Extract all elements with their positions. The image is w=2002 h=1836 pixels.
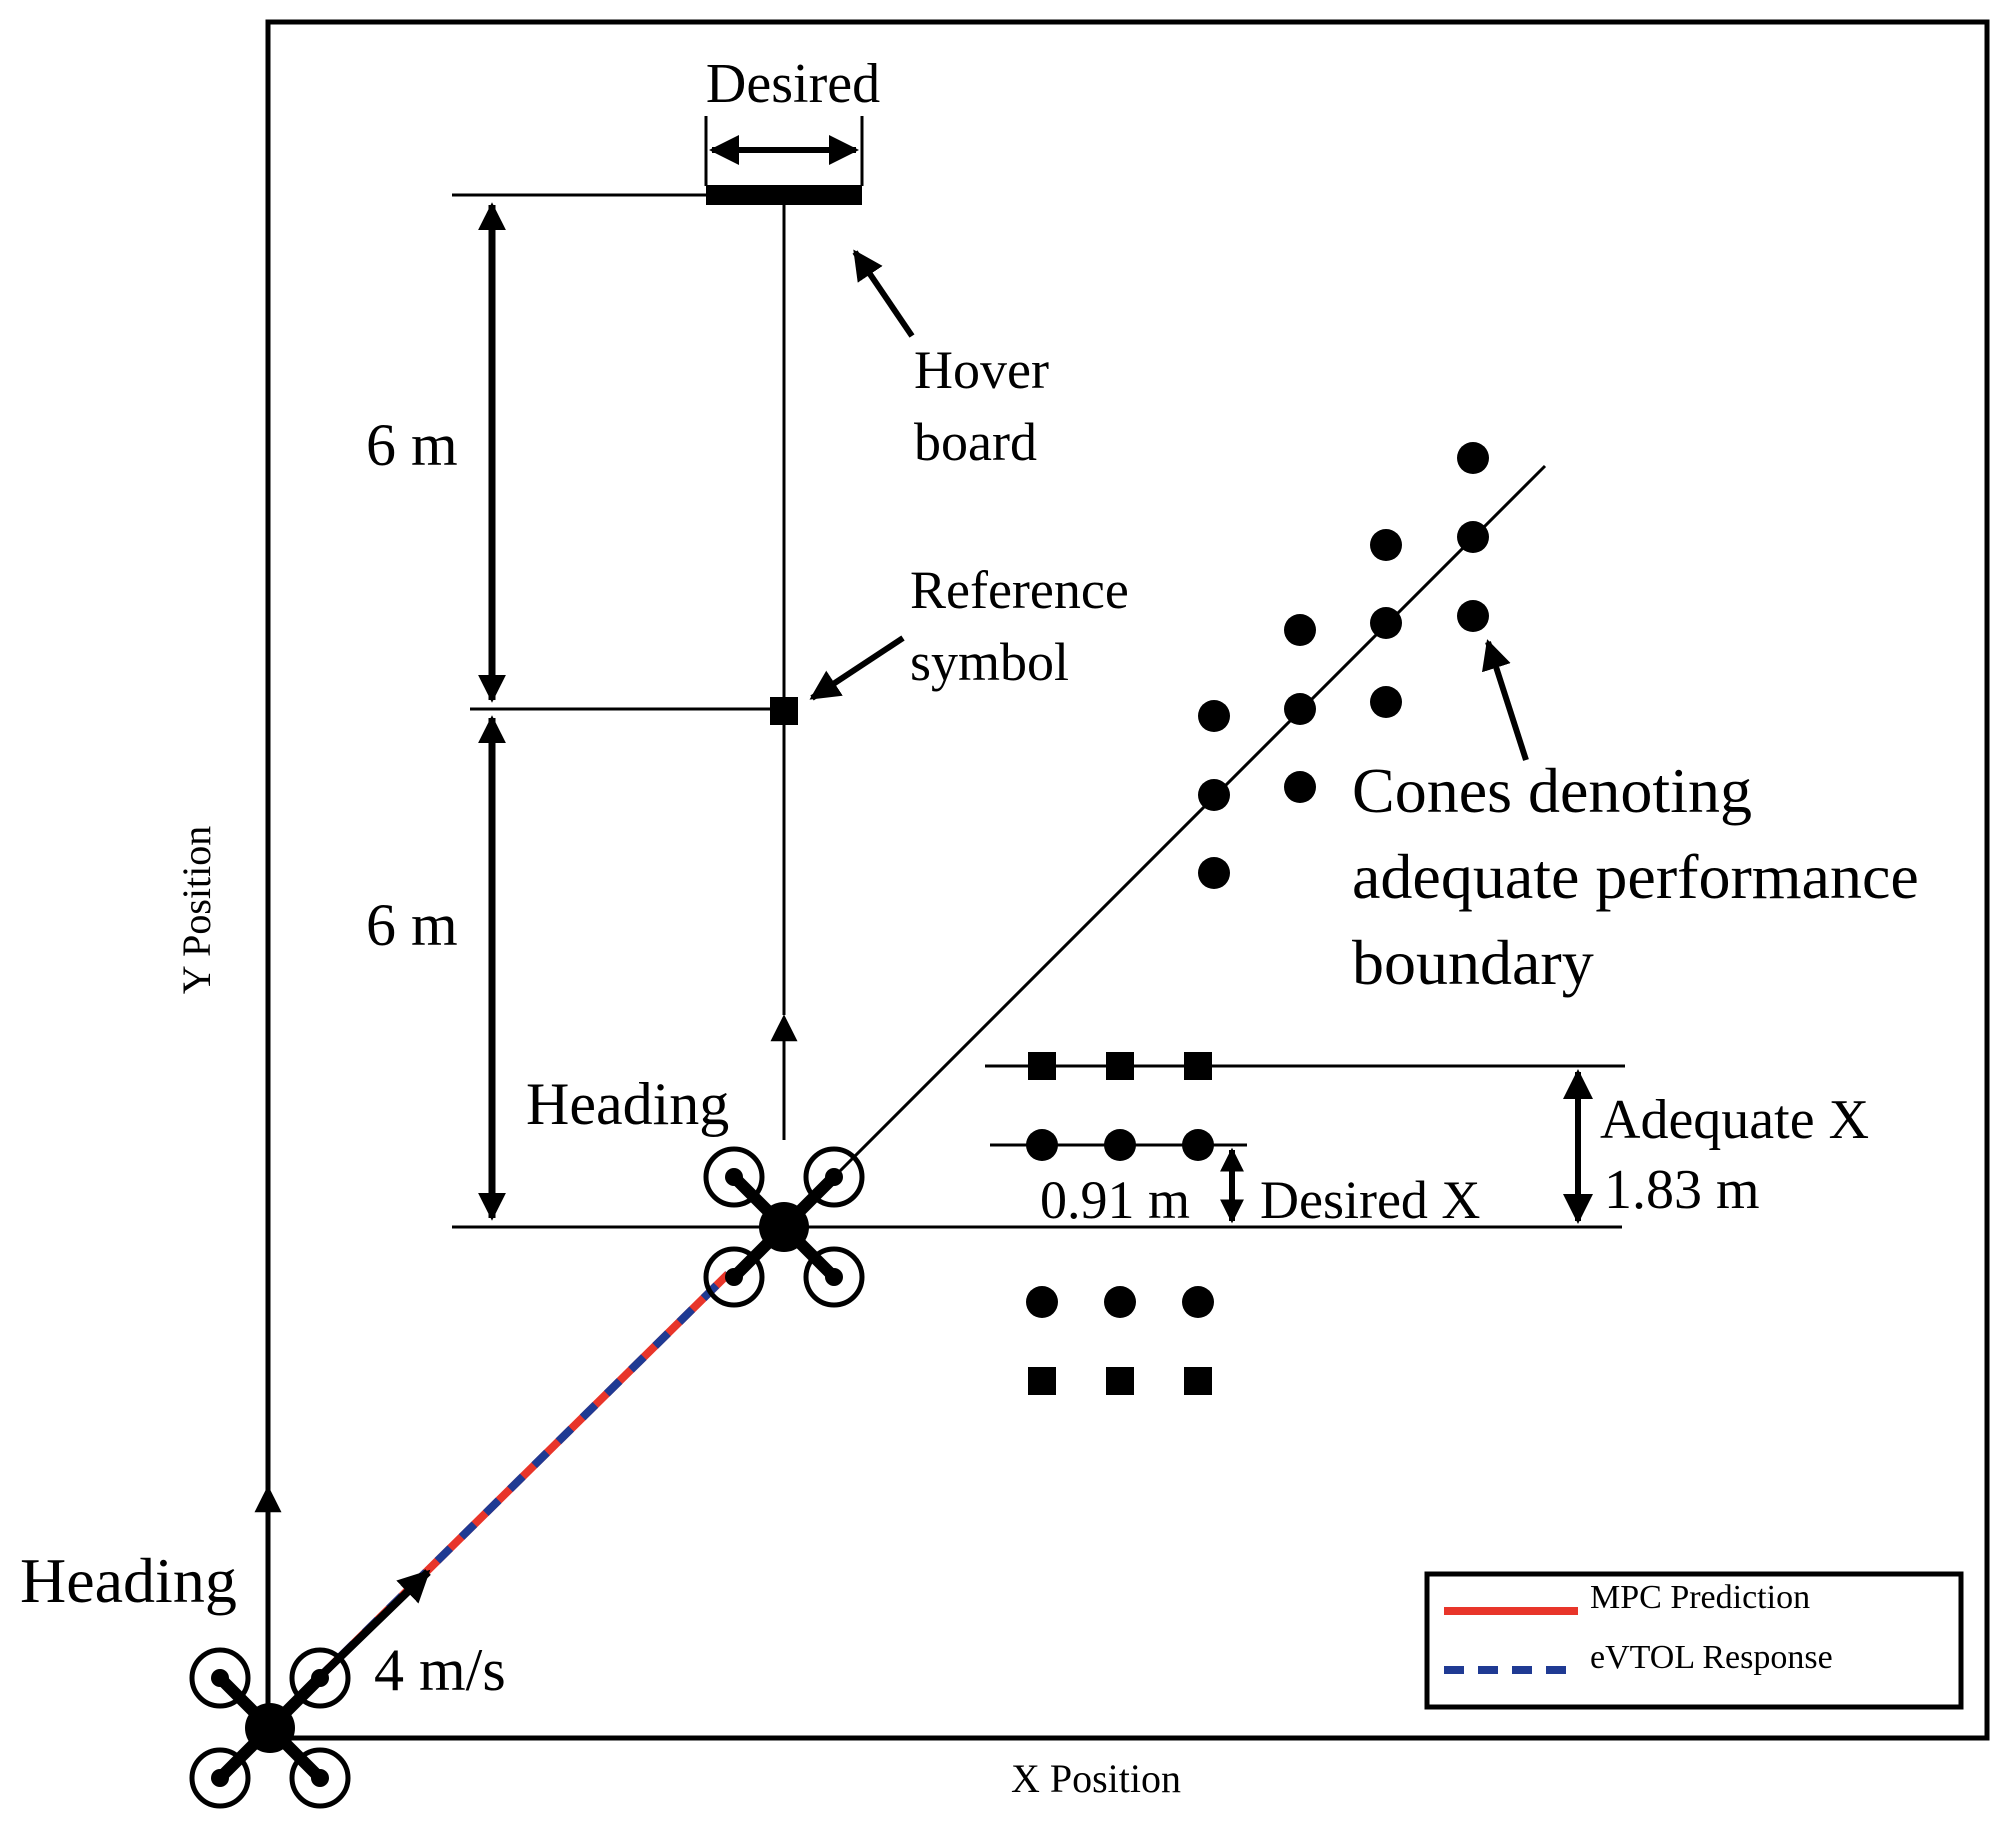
legend-evtol-label: eVTOL Response (1590, 1639, 1833, 1676)
cone (1370, 607, 1402, 639)
y-axis-label: Y Position (174, 826, 219, 995)
desired-circle-marker (1182, 1129, 1214, 1161)
cone (1198, 779, 1230, 811)
desired-circle-marker (1104, 1129, 1136, 1161)
adequate-square-marker (1184, 1052, 1212, 1080)
cone (1284, 614, 1316, 646)
desired-circle-marker (1026, 1286, 1058, 1318)
cones-label-line2: adequate performance (1352, 841, 1919, 912)
cone (1198, 700, 1230, 732)
six-m-upper-label: 6 m (366, 412, 458, 478)
lateral-marker-group (1026, 1052, 1214, 1395)
adequate-square-marker (1106, 1367, 1134, 1395)
reference-callout-arrow (809, 635, 905, 701)
cone (1370, 686, 1402, 718)
reference-label-line2: symbol (910, 632, 1069, 692)
heading-label-mid: Heading (526, 1071, 729, 1137)
legend: MPC Prediction eVTOL Response (1424, 1571, 1964, 1710)
cone (1370, 529, 1402, 561)
adequate-square-marker (1184, 1367, 1212, 1395)
desired-circle-marker (1182, 1286, 1214, 1318)
desired-circle-marker (1026, 1129, 1058, 1161)
adequate-x-label: Adequate X (1600, 1089, 1869, 1151)
diagonal-reference-line (782, 464, 1547, 1229)
cone (1284, 771, 1316, 803)
cones-callout-arrow (1481, 639, 1529, 761)
cone (1457, 521, 1489, 553)
legend-mpc-label: MPC Prediction (1590, 1579, 1810, 1616)
plot-frame (265, 19, 1990, 1741)
heading-label-start: Heading (20, 1545, 237, 1616)
reference-label-line1: Reference (910, 560, 1129, 620)
hover-vehicle-icon (703, 1146, 865, 1308)
legend-box (1424, 1571, 1964, 1710)
hover-board (706, 185, 862, 205)
reference-symbol (770, 697, 798, 725)
desired-x-value: 0.91 m (1040, 1170, 1190, 1230)
speed-label: 4 m/s (374, 1637, 506, 1703)
adequate-square-marker (1028, 1367, 1056, 1395)
cone (1198, 857, 1230, 889)
desired-x-label: Desired X (1260, 1170, 1480, 1230)
diagonal-cone-group (1198, 442, 1489, 889)
velocity-arrow (297, 1569, 431, 1699)
desired-label: Desired (706, 53, 880, 115)
adequate-square-marker (1106, 1052, 1134, 1080)
cone (1284, 693, 1316, 725)
cones-label-line1: Cones denoting (1352, 755, 1752, 826)
cones-label-line3: boundary (1352, 927, 1594, 998)
x-axis-label: X Position (1011, 1756, 1181, 1801)
hover-board-label-line2: board (914, 412, 1037, 472)
six-m-lower-label: 6 m (366, 892, 458, 958)
hover-board-label-line1: Hover (914, 340, 1049, 400)
cone (1457, 442, 1489, 474)
cone (1457, 600, 1489, 632)
adequate-x-value: 1.83 m (1604, 1159, 1760, 1221)
desired-circle-marker (1104, 1286, 1136, 1318)
hover-board-callout-arrow (852, 249, 915, 338)
adequate-square-marker (1028, 1052, 1056, 1080)
